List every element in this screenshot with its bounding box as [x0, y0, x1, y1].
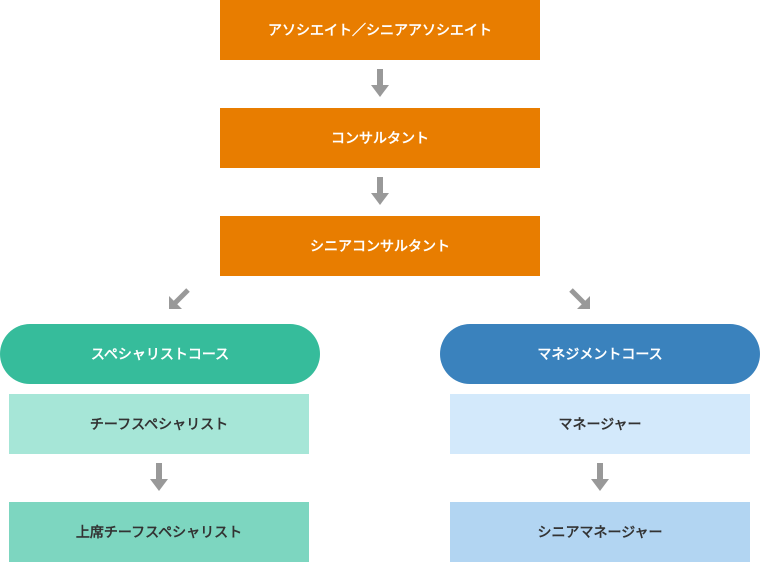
management-course-title: マネジメントコース [537, 347, 663, 363]
node-senior-manager: シニアマネージャー [450, 502, 750, 562]
node-associate: アソシエイト／シニアアソシエイト [220, 0, 540, 60]
specialist-course-title: スペシャリストコース [90, 347, 230, 363]
node-senior-chief-specialist: 上席チーフスペシャリスト [9, 502, 309, 562]
arrow-down-right-icon [569, 288, 590, 309]
arrow-down-icon [371, 69, 389, 97]
arrow-down-icon [371, 177, 389, 205]
node-chief-specialist-label: チーフスペシャリスト [89, 417, 229, 433]
arrow-down-icon [591, 463, 609, 491]
management-course-header: マネジメントコース [440, 324, 760, 384]
arrow-down-icon [150, 463, 168, 491]
node-senior-chief-specialist-label: 上席チーフスペシャリスト [75, 525, 243, 541]
arrow-down-left-icon [169, 288, 190, 309]
specialist-course-header: スペシャリストコース [0, 324, 320, 384]
node-manager-label: マネージャー [558, 417, 642, 433]
node-manager: マネージャー [450, 394, 750, 454]
node-senior-manager-label: シニアマネージャー [537, 525, 663, 541]
node-senior-consultant-label: シニアコンサルタント [310, 239, 450, 255]
node-consultant-label: コンサルタント [331, 131, 429, 147]
node-chief-specialist: チーフスペシャリスト [9, 394, 309, 454]
node-associate-label: アソシエイト／シニアアソシエイト [268, 23, 492, 39]
node-senior-consultant: シニアコンサルタント [220, 216, 540, 276]
node-consultant: コンサルタント [220, 108, 540, 168]
